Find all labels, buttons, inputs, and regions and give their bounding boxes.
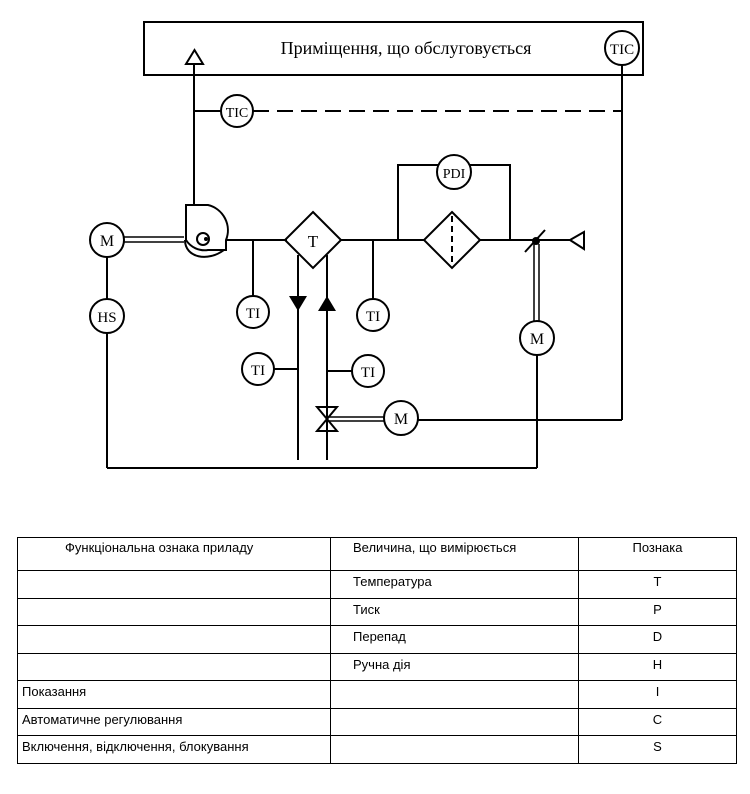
header-designation: Познака — [578, 537, 737, 571]
cell-measured: Ручна дія — [330, 652, 579, 681]
fan-hub-dot — [204, 237, 208, 241]
pdi-circle — [436, 154, 472, 190]
return-flow-arrow — [289, 296, 307, 311]
supply-tic-label: TIC — [226, 106, 249, 121]
legend-header-row: Функціональна ознака приладу Величина, щ… — [17, 537, 737, 571]
served-room-label: Приміщення, що обслуговується — [281, 38, 532, 58]
cell-measured — [330, 680, 579, 709]
legend-table: Функціональна ознака приладу Величина, щ… — [17, 537, 737, 764]
table-row: Включення, відключення, блокування S — [17, 735, 737, 764]
valve-motor-circle — [383, 400, 419, 436]
cell-designation: I — [578, 680, 737, 709]
cell-function — [17, 625, 331, 654]
table-row: Перепад D — [17, 625, 737, 654]
hvac-control-diagram: Приміщення, що обслуговується TIC TIC M … — [89, 21, 644, 469]
cell-function — [17, 597, 331, 626]
ti-supply-left-circle — [236, 295, 270, 329]
ti-supply-left-label: TI — [246, 306, 260, 322]
feed-flow-arrow — [318, 296, 336, 311]
supply-air-arrow — [184, 48, 205, 65]
cell-designation: H — [578, 652, 737, 681]
cell-designation: S — [578, 735, 737, 764]
cell-designation: T — [578, 570, 737, 599]
ti-supply-right-label: TI — [366, 309, 380, 325]
cell-function — [17, 652, 331, 681]
fan-motor-label: M — [100, 233, 114, 250]
ti-return-label: TI — [251, 363, 265, 379]
table-row: Ручна дія H — [17, 652, 737, 681]
cell-function: Показання — [17, 680, 331, 709]
header-measured: Величина, що вимірюється — [330, 537, 579, 571]
cell-function — [17, 570, 331, 599]
damper-motor-label: M — [530, 331, 544, 348]
cell-measured — [330, 707, 579, 736]
pdi-label: PDI — [443, 167, 466, 182]
cell-measured: Температура — [330, 570, 579, 599]
valve-motor-label: M — [394, 411, 408, 428]
outside-air-inlet-arrow — [568, 230, 585, 251]
filter-diamond — [422, 210, 482, 270]
control-valve — [314, 406, 340, 432]
ti-feed-label: TI — [361, 365, 375, 381]
cell-designation: C — [578, 707, 737, 736]
hs-label: HS — [97, 310, 116, 326]
table-row: Автоматичне регулювання C — [17, 707, 737, 736]
cell-designation: D — [578, 625, 737, 654]
cell-measured: Тиск — [330, 597, 579, 626]
cell-designation: P — [578, 597, 737, 626]
heater-label: T — [308, 232, 319, 251]
table-row: Тиск P — [17, 597, 737, 626]
ti-supply-right-circle — [356, 298, 390, 332]
damper-pivot — [532, 237, 540, 245]
served-room-box — [143, 21, 644, 76]
ti-feed-circle — [351, 354, 385, 388]
cell-function: Включення, відключення, блокування — [17, 735, 331, 764]
ti-return-circle — [241, 352, 275, 386]
heater-diamond — [283, 210, 343, 270]
cell-measured — [330, 735, 579, 764]
table-row: Показання I — [17, 680, 737, 709]
cell-measured: Перепад — [330, 625, 579, 654]
header-function: Функціональна ознака приладу — [17, 537, 331, 571]
room-tic-label: TIC — [610, 42, 634, 58]
fan-hub — [196, 232, 210, 246]
cell-function: Автоматичне регулювання — [17, 707, 331, 736]
table-row: Температура T — [17, 570, 737, 599]
fan-housing-curve — [184, 239, 225, 258]
